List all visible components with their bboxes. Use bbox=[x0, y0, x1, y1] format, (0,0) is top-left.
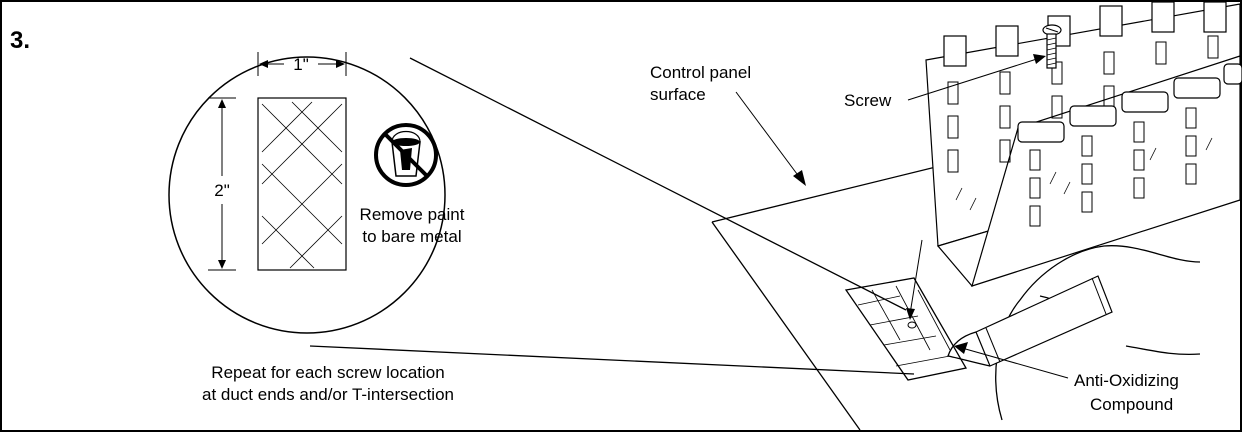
compound-leader bbox=[961, 347, 1069, 379]
remove-paint-line1: Remove paint bbox=[360, 205, 465, 224]
compound-arrow bbox=[954, 342, 968, 354]
panel-leader bbox=[735, 91, 801, 179]
panel-label-line1: Control panel bbox=[650, 63, 751, 82]
detail-inset: 1" 2" Remove paint bbox=[168, 52, 465, 334]
height-dimension: 2" bbox=[214, 181, 230, 200]
compound-label-line2: Compound bbox=[1090, 395, 1173, 414]
tube-icon bbox=[947, 275, 1113, 367]
screw-arrow bbox=[1033, 54, 1046, 64]
duct-icon bbox=[925, 1, 1242, 287]
control-panel-surface bbox=[711, 163, 949, 431]
remove-paint-line2: to bare metal bbox=[362, 227, 461, 246]
screw-hole-arrow bbox=[906, 308, 915, 320]
step-number: 3. bbox=[10, 27, 30, 54]
width-dimension: 1" bbox=[293, 55, 309, 74]
projection-line-bottom bbox=[309, 345, 915, 375]
no-paint-icon bbox=[374, 123, 438, 187]
compound-label-line1: Anti-Oxidizing bbox=[1074, 371, 1179, 390]
prepared-area bbox=[844, 277, 968, 381]
screw-icon bbox=[1042, 24, 1062, 69]
screw-leader bbox=[907, 57, 1041, 101]
panel-arrow bbox=[793, 170, 806, 186]
screw-hole-guide bbox=[909, 239, 923, 315]
panel-label-line2: surface bbox=[650, 85, 706, 104]
projection-line-top bbox=[409, 57, 907, 311]
cleaned-area bbox=[257, 97, 347, 271]
repeat-note-line1: Repeat for each screw location bbox=[211, 363, 444, 382]
cleaned-area-hatch bbox=[261, 101, 343, 269]
repeat-note-line2: at duct ends and/or T-intersection bbox=[202, 385, 454, 404]
screw-label: Screw bbox=[844, 91, 892, 110]
